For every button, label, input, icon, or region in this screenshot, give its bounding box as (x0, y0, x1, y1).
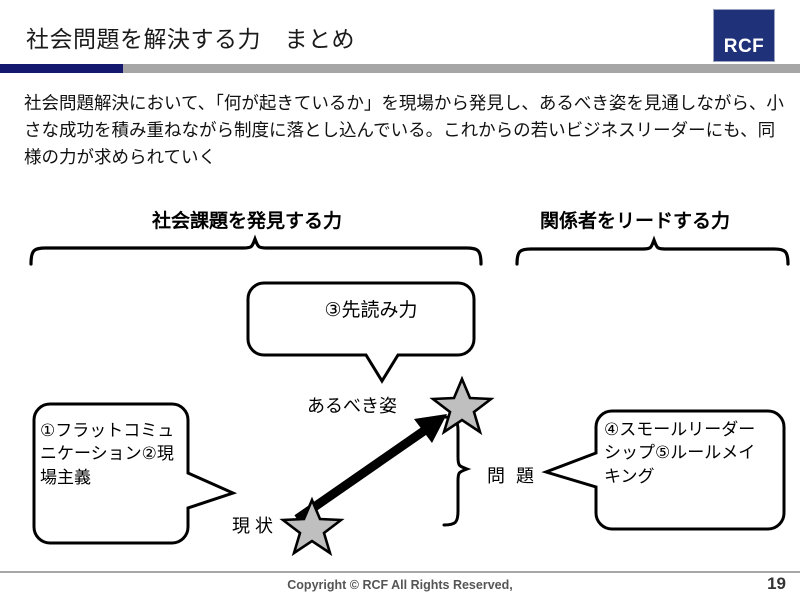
footer-rule (0, 571, 800, 573)
group-heading-lead: 関係者をリードする力 (540, 211, 731, 232)
page-number: 19 (767, 574, 786, 593)
callout-foresight-label: ③先読み力 (324, 300, 418, 321)
star-ideal (429, 375, 495, 436)
copyright-notice: Copyright © RCF All Rights Reserved, (287, 578, 513, 592)
header-rule-navy (0, 64, 123, 73)
label-current-state: 現 状 (232, 516, 274, 536)
callout-right-label: ④スモールリーダーシップ⑤ルールメイキング (604, 420, 756, 486)
star-current (279, 496, 345, 557)
rcf-logo: RCF (713, 9, 775, 62)
group-heading-discover: 社会課題を発見する力 (152, 211, 343, 232)
page-title: 社会問題を解決する力 まとめ (26, 26, 355, 52)
header-rule-gray (0, 64, 800, 73)
rcf-logo-text: RCF (723, 36, 765, 57)
label-ideal-state: あるべき姿 (307, 396, 397, 416)
brace-horizontal-right (515, 235, 790, 266)
brace-vertical-problem (442, 415, 472, 527)
growth-arrow (294, 414, 447, 523)
brace-horizontal-left (29, 234, 483, 266)
lead-paragraph: 社会問題解決において、「何が起きているか」を現場から発見し、あるべき姿を見通しな… (24, 93, 784, 168)
callout-left-label: ①フラットコミュニケーション②現場主義 (40, 421, 175, 487)
label-problem: 問 題 (487, 466, 538, 486)
